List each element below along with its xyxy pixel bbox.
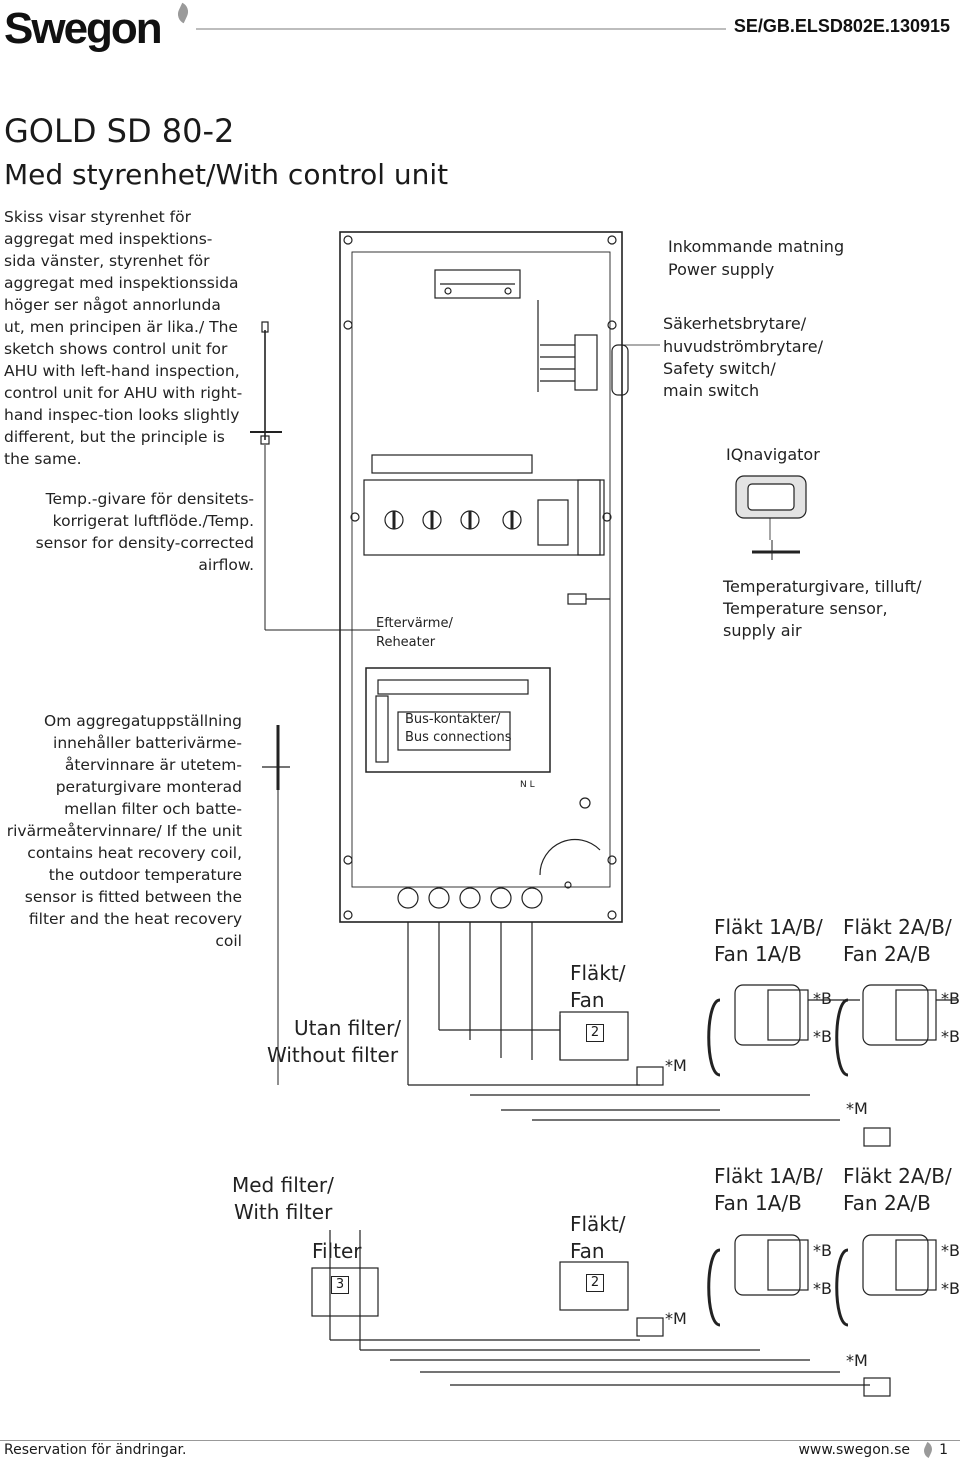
fan1-b-label-bottom: *B	[813, 1027, 832, 1046]
iqnavigator-label: IQnavigator	[726, 445, 820, 464]
page-subtitle: Med styrenhet/With control unit	[4, 158, 449, 191]
fan2-b-label-bottom: *B	[941, 1027, 960, 1046]
filter-label: Filter	[312, 1239, 362, 1263]
safety-switch-label-2: huvudströmbrytare/	[663, 337, 823, 356]
fan2-label-2-row2: Fan 2A/B	[843, 1191, 931, 1215]
supply-temp-label-2: Temperature sensor,	[723, 599, 888, 618]
without-filter-label-1: Utan filter/	[294, 1016, 402, 1040]
fan1-label-1-row2: Fläkt 1A/B/	[714, 1164, 823, 1188]
supply-temp-label-3: supply air	[723, 621, 802, 640]
without-filter-label-2: Without filter	[267, 1043, 399, 1067]
fan2-label-1: Fläkt 2A/B/	[843, 915, 952, 939]
fan2-label-2: Fan 2A/B	[843, 942, 931, 966]
power-supply-label-en: Power supply	[668, 260, 775, 279]
bus-connections-label-2: Bus connections	[405, 730, 512, 745]
fan-label-2-row2: Fan	[570, 1239, 605, 1263]
reheater-label-2: Reheater	[376, 635, 436, 650]
safety-switch-label-3: Safety switch/	[663, 359, 776, 378]
page-title: GOLD SD 80-2	[4, 112, 235, 150]
fan-label-2: Fan	[570, 988, 605, 1012]
document-id: SE/GB.ELSD802E.130915	[733, 16, 950, 36]
footer-rule	[0, 1440, 960, 1441]
fan2-b-label-bottom-row2: *B	[941, 1279, 960, 1298]
fan-m-label: *M	[665, 1056, 687, 1075]
nl-terminal-label: N L	[520, 780, 535, 790]
outdoor-sensor-paragraph: Om aggregatuppställning innehåller batte…	[6, 712, 242, 950]
swegon-logo: Swegon	[4, 4, 163, 53]
fan1-label-2-row2: Fan 1A/B	[714, 1191, 802, 1215]
fan-m-label-row2: *M	[665, 1309, 687, 1328]
safety-switch-label-4: main switch	[663, 381, 760, 400]
fan1-b-label-top: *B	[813, 989, 832, 1008]
fan2-m-label: *M	[846, 1099, 868, 1118]
terminal-box-2: 2	[586, 1024, 604, 1042]
fan2-b-label-top-row2: *B	[941, 1241, 960, 1260]
terminal-box-2-row2: 2	[586, 1274, 604, 1292]
fan1-b-label-top-row2: *B	[813, 1241, 832, 1260]
fan2-label-1-row2: Fläkt 2A/B/	[843, 1164, 952, 1188]
safety-switch-label-1: Säkerhetsbrytare/	[663, 314, 807, 333]
temp-sensor-paragraph: Temp.-givare för densitets-korrigerat lu…	[35, 490, 254, 574]
header-rule	[196, 28, 726, 30]
fan2-b-label-top: *B	[941, 989, 960, 1008]
supply-temp-label-1: Temperaturgivare, tilluft/	[723, 577, 922, 596]
fan1-b-label-bottom-row2: *B	[813, 1279, 832, 1298]
footer-disclaimer: Reservation för ändringar.	[4, 1442, 187, 1458]
bus-connections-label-1: Bus-kontakter/	[405, 712, 501, 727]
page-number: 1	[939, 1442, 948, 1458]
intro-paragraph: Skiss visar styrenhet för aggregat med i…	[4, 208, 243, 468]
fan-label-1-row2: Fläkt/	[570, 1212, 626, 1236]
fan2-m-label-row2: *M	[846, 1351, 868, 1370]
with-filter-label-2: With filter	[234, 1200, 333, 1224]
reheater-label-1: Eftervärme/	[376, 616, 453, 631]
fan-label-1: Fläkt/	[570, 961, 626, 985]
with-filter-label-1: Med filter/	[232, 1173, 334, 1197]
terminal-box-3: 3	[331, 1276, 349, 1294]
footer-website-link[interactable]: www.swegon.se	[798, 1442, 910, 1458]
fan1-label-2: Fan 1A/B	[714, 942, 802, 966]
fan1-label-1: Fläkt 1A/B/	[714, 915, 823, 939]
power-supply-label-sv: Inkommande matning	[668, 237, 845, 256]
